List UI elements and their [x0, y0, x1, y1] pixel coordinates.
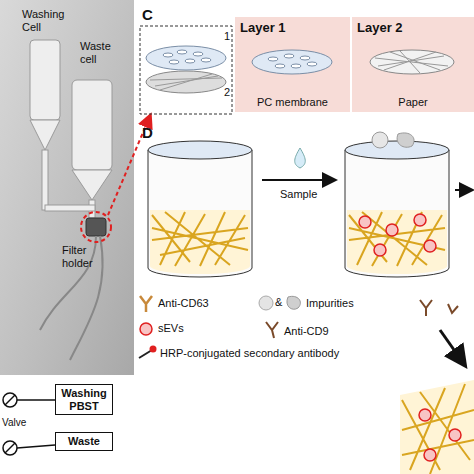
highlight-circle — [81, 212, 111, 242]
process-arrow — [455, 189, 471, 191]
legend-text: sEVs — [158, 322, 184, 334]
legend-text: Anti-CD9 — [284, 325, 329, 337]
filter-cylinder — [345, 132, 449, 277]
part-name: Filter holder — [62, 244, 112, 269]
part-name: Washing Cell — [22, 8, 72, 33]
reservoir-box: Waste — [55, 432, 113, 451]
zoom-box — [140, 26, 232, 114]
box-label: Washing PBST — [59, 387, 109, 412]
callout-number: 1 — [224, 30, 230, 43]
layer-name: PC membrane — [235, 96, 350, 108]
process-arrow — [262, 179, 334, 181]
layered-filter — [146, 46, 226, 93]
filter-cylinder — [148, 141, 252, 277]
filter-detail — [400, 380, 474, 474]
antibody-icon — [420, 300, 458, 316]
layer-panel: Layer 1 PC membrane — [235, 17, 350, 112]
paper-mesh — [370, 50, 454, 74]
panel-background — [235, 17, 350, 112]
apparatus — [30, 40, 112, 360]
layer-name: Paper — [352, 96, 474, 108]
legend-text: Impurities — [306, 297, 354, 309]
legend-text: HRP-conjugated secondary antibody — [160, 347, 339, 359]
panel-letter: C — [142, 6, 153, 23]
valve-symbol — [3, 393, 55, 455]
reservoir-box: Washing PBST — [55, 384, 113, 415]
droplet — [295, 148, 306, 168]
legend-text: Anti-CD63 — [158, 297, 209, 309]
panel-letter: D — [142, 124, 153, 141]
part-name: Waste cell — [80, 40, 124, 65]
membrane-disc — [252, 50, 332, 74]
panel-heading: Layer 1 — [240, 20, 286, 35]
panel-background — [352, 17, 474, 112]
layer-panel: Layer 2 Paper — [352, 17, 474, 112]
panel-heading: Layer 2 — [357, 20, 403, 35]
conjunction: & — [275, 296, 282, 309]
callout-number: 2 — [224, 86, 230, 99]
process-arrow — [440, 330, 464, 364]
box-label: Waste — [59, 435, 109, 448]
photo — [0, 0, 134, 375]
part-name: Valve — [2, 417, 26, 429]
step-label: Sample — [280, 188, 317, 201]
